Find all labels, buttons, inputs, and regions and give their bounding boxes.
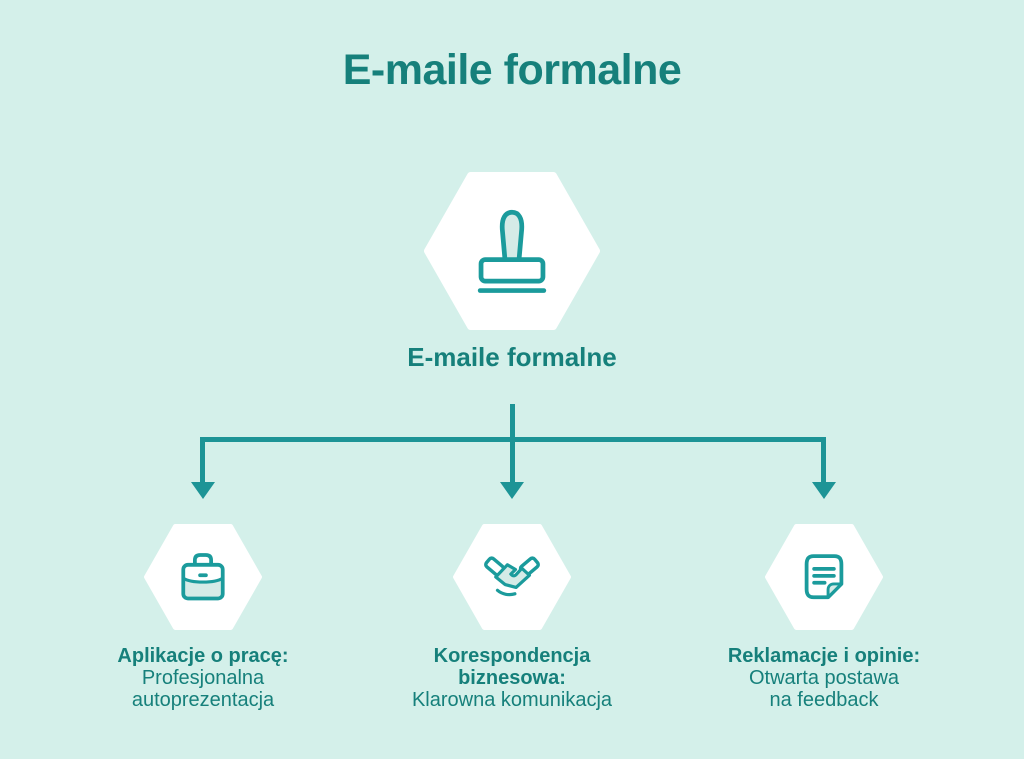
stamp-icon [477,209,547,293]
body-line: Profesjonalna [141,667,265,689]
branch-hexagon-middle [453,524,571,630]
branch-line [200,437,826,442]
root-label: E-maile formalne [407,342,617,372]
handshake-icon [484,556,540,597]
heading-line: Korespondencja [433,645,591,667]
body-line: Klarowna komunikacja [411,689,613,711]
root-hexagon [424,172,600,330]
branch-label-right: Reklamacje i opinie: Otwarta postawa na … [704,645,944,711]
branch-label-left: Aplikacje o pracę: Profesjonalna autopre… [83,645,323,711]
page-title: E-maile formalne [342,46,682,94]
heading-line: Reklamacje i opinie: [727,645,921,667]
briefcase-icon [181,553,225,601]
heading-line: Aplikacje o pracę: [117,645,289,667]
body-line: Otwarta postawa [748,667,900,689]
drop-line-right [821,437,826,482]
branch-label-middle: Korespondencja biznesowa: Klarowna komun… [392,645,632,711]
drop-line-left [200,437,205,482]
heading-line: biznesowa: [458,667,566,689]
body-line: autoprezentacja [131,689,275,711]
trunk-line [510,404,515,482]
arrowhead-center-icon [500,482,524,499]
arrowhead-right-icon [812,482,836,499]
branch-hexagon-left [144,524,262,630]
arrowhead-left-icon [191,482,215,499]
body-line: na feedback [769,689,879,711]
branch-hexagon-right [765,524,883,630]
document-icon [804,554,844,600]
